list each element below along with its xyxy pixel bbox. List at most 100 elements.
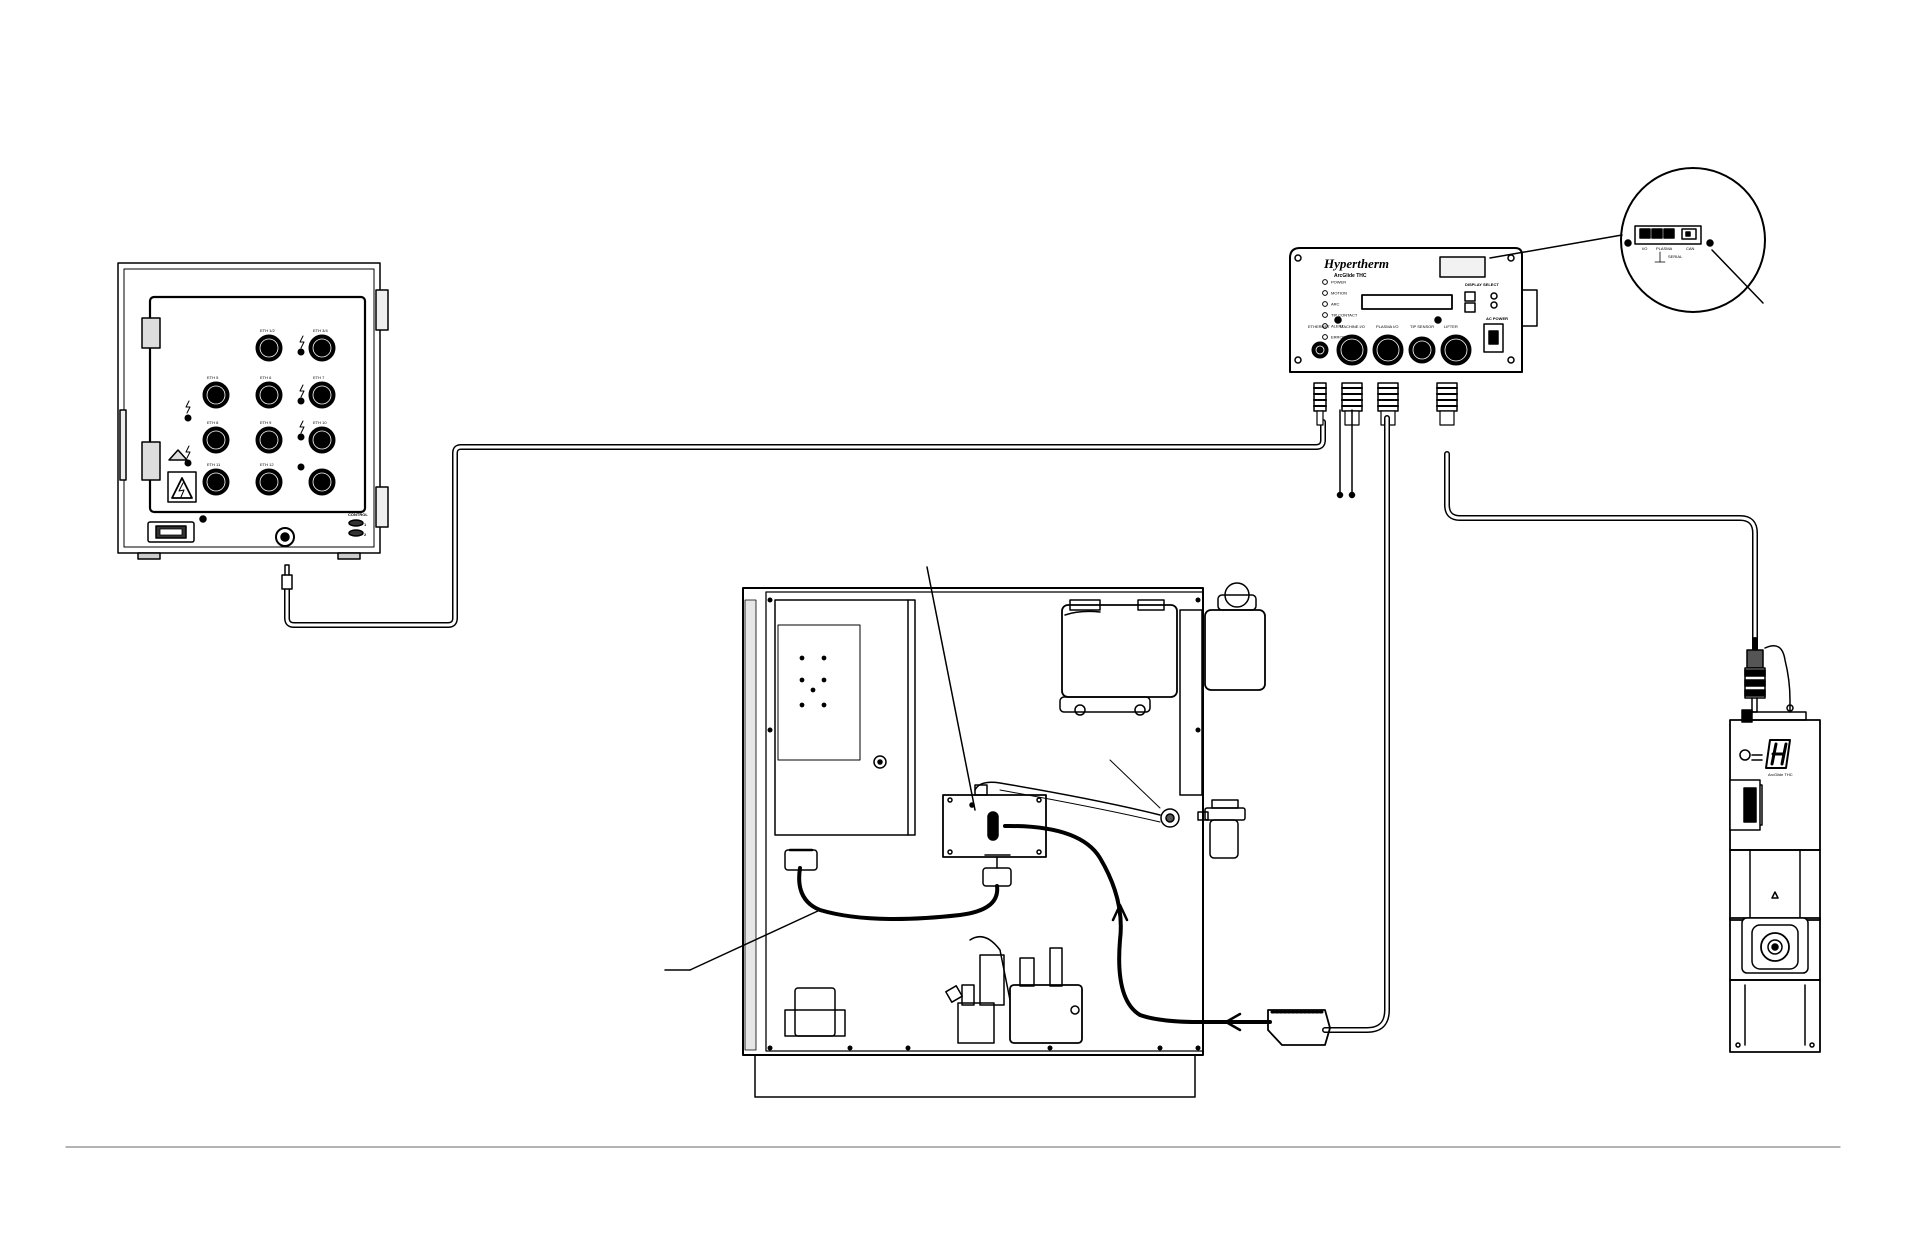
thc-brand-logo: Hypertherm [1323,256,1389,271]
bolt [767,1045,773,1051]
interface-board [942,784,1047,887]
cable-plug [1313,382,1327,426]
thc-status-led-label: POWER [1331,280,1346,285]
thc-connector: TIP SENSOR [1408,324,1436,364]
detail-label-serial: SERIAL [1668,254,1683,259]
leader-interface-board [926,566,976,811]
hub-port: ETH 12 [255,462,283,496]
thc-status-led: MOTION [1322,290,1347,296]
lifter-model-label: ArcGlide THC [1768,772,1793,777]
detail-label-plasma: PLASMA [1656,246,1673,251]
bolt [767,727,773,733]
thc-access-cover [1439,256,1486,278]
bolt [1195,1045,1201,1051]
thc-model-label: ArcGlide THC [1334,273,1367,279]
hub-label-control: CONTROL [348,512,368,517]
thc-status-led-label: ARC [1331,302,1340,307]
power-inlet [147,521,195,543]
hub-port: ETH 8 [202,420,230,454]
hub-port-label: ETH 3/4 [313,328,328,333]
bolt [905,1045,911,1051]
thc-status-led: ARC [1322,301,1340,307]
bolt [1195,597,1201,603]
cable-plug [1436,382,1458,426]
hub-port: ETH 1/2 [255,328,283,362]
pressure-sensor [974,759,1180,828]
hub-port: ETH 3/4 [308,328,336,362]
hub-port: ETH 9 [255,420,283,454]
hub-port: ETH 11 [202,462,230,496]
ethernet-cable [284,419,1326,628]
detail-magnifier: I/O PLASMA SERIAL CAN [1489,167,1766,313]
arcglide-lifter: ArcGlide THC [1729,637,1821,1053]
plasma-io-cable [1322,415,1390,1033]
electrical-hazard-warning-icon [167,449,197,503]
bolt [767,597,773,603]
thc-connector: ETHERNET [1308,324,1330,359]
thc-ac-power-label: AC POWER [1486,316,1508,321]
thc-connector-row: ETHERNET MACHINE I/O PLASMA I/O TIP SENSOR L… [1308,324,1472,426]
hub-port-label: ETH 1/2 [260,328,275,333]
thc-connector-label: MACHINE I/O [1340,324,1365,329]
hub-port: ETH 10 [308,420,336,454]
plasma-io-connector [1267,1009,1331,1046]
command-thc-module: Hypertherm ArcGlide THC POWER MOTION ARC TI… [1289,247,1538,426]
hub-port: ETH 7 [308,375,336,409]
hub-port-label: ETH 10 [313,420,327,425]
thc-display [1361,294,1453,310]
thc-status-led: ALERT [1322,323,1344,329]
machine-io-wires [1336,409,1356,499]
hinge-bottom-left [141,441,161,481]
thc-status-led-label: TIP CONTACT [1331,313,1358,318]
hub-label-1: 1 [364,522,367,527]
thc-status-led: POWER [1322,279,1346,285]
thc-connector-label: ETHERNET [1308,324,1330,329]
bolt [1195,727,1201,733]
hub-port-label: ETH 9 [260,420,272,425]
hinge-top-left [141,317,161,349]
hub-port [308,468,336,496]
thc-connector-label: PLASMA I/O [1376,324,1398,329]
detail-label-io: I/O [1642,246,1647,251]
thc-connector: LIFTER [1440,324,1472,366]
hub-label-2: 2 [364,532,367,537]
thc-connector-label: LIFTER [1444,324,1458,329]
thc-status-led-label: ERROR [1331,335,1346,340]
latch-top-right [375,289,389,331]
solenoid-valve-assembly [945,935,1083,1044]
lifter-connector [1744,649,1766,713]
vent-strip [744,599,757,1051]
transformer [794,987,836,1037]
air-filter [1209,819,1239,859]
hub-port-label: ETH 11 [207,462,221,467]
plasma-power-supply [664,566,1331,1098]
thc-connector: PLASMA I/O [1372,324,1404,366]
hub-port-label: ETH 12 [260,462,274,467]
thc-status-leds: POWER MOTION ARC TIP CONTACT ALERT ERROR [1322,279,1358,340]
hub-ethernet-port [275,527,295,547]
thc-power-switch [1483,323,1504,353]
thc-status-led: TIP CONTACT [1322,312,1358,318]
latch-bottom-right [375,486,389,528]
hub-port-label: ETH 5 [207,375,219,380]
cabinet-bolts [767,597,1201,1051]
detail-label-can: CAN [1686,246,1695,251]
thc-status-led-label: MOTION [1331,291,1347,296]
bolt [1047,1045,1053,1051]
thc-connector-label: TIP SENSOR [1410,324,1434,329]
hub-port-label: ETH 6 [260,375,272,380]
hub-lightning-icons [184,335,305,471]
bolt [1157,1045,1163,1051]
thc-display-select-label: DISPLAY SELECT [1465,282,1499,287]
hub-port: ETH 5 [202,375,230,409]
gas-console [1061,604,1178,698]
bolt [847,1045,853,1051]
hub-cable-plug [281,564,293,590]
thc-status-led: ERROR [1322,334,1346,340]
thc-status-led-label: ALERT [1331,324,1344,329]
plasma-io-signal-path [1003,823,1272,1024]
lifter-cable [1444,451,1758,643]
thc-connector: MACHINE I/O [1336,324,1368,366]
